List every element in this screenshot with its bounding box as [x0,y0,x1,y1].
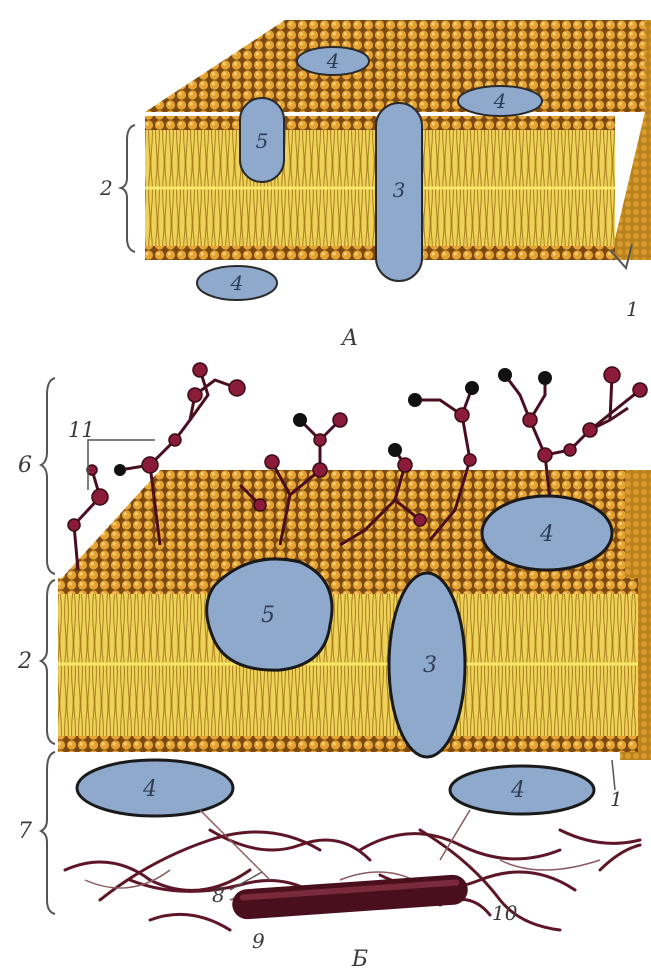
b-label-1: 1 [610,787,623,811]
b-bracket-label-6: 6 [18,453,32,478]
figure-b-caption: Б [351,947,368,972]
b-cytoskeleton-fibrils [65,830,640,930]
b-label-8: 8 [212,883,225,907]
a-bracket-label-1: 1 [626,297,639,321]
figure-a-caption: А [340,326,359,351]
a-label-3: 3 [393,178,406,202]
b-label-10: 10 [492,901,518,925]
b-lower-heads [58,736,638,752]
figure-b-membrane: 4 5 3 4 4 [17,363,651,972]
b-label-9: 9 [252,929,265,953]
b-bracket-2 [41,580,55,744]
b-label-5: 5 [261,603,275,628]
b-bracket-6 [41,378,55,574]
a-bracket-label-2: 2 [99,176,113,200]
b-bracket-label-2: 2 [17,649,32,674]
figure-a-membrane: 4 4 5 3 4 2 1 А [99,20,651,351]
b-label-11: 11 [68,418,95,442]
b-label-4-right: 4 [510,778,525,803]
a-label-5: 5 [256,129,269,153]
a-bracket-2 [121,125,135,252]
a-label-4-right: 4 [493,89,507,113]
a-label-4-bottom: 4 [230,271,244,295]
b-bracket-label-7: 7 [18,819,32,844]
a-top-surface [145,20,645,112]
b-label-1-connector [612,760,615,790]
a-label-4-top: 4 [326,49,340,73]
b-upper-heads [58,578,638,594]
b-bracket-7 [41,752,55,914]
b-label-3: 3 [423,653,437,678]
b-label-4-top: 4 [539,522,554,547]
b-label-4-left: 4 [142,777,157,802]
